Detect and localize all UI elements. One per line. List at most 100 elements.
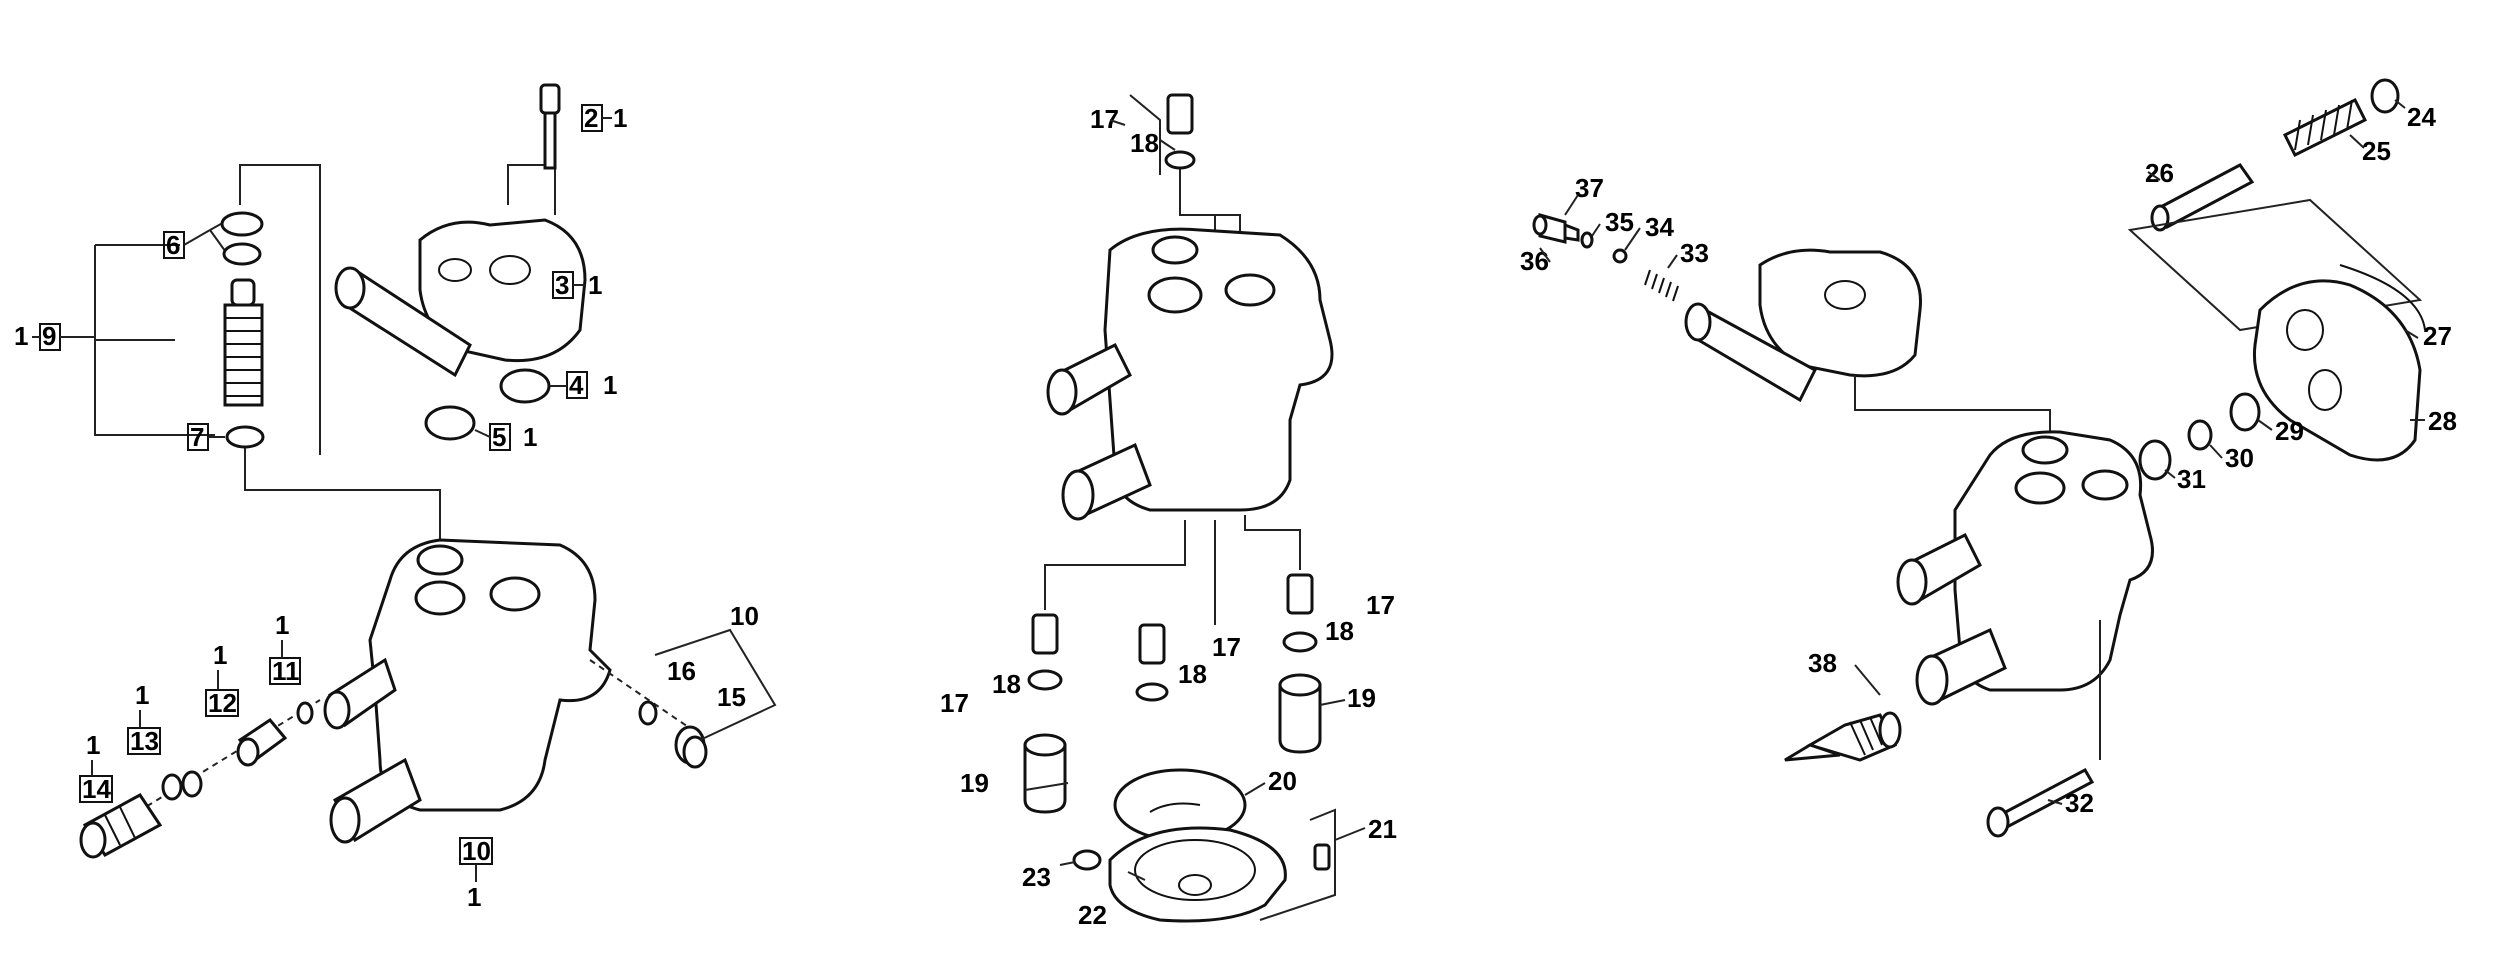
check-valve-part <box>1135 623 1169 702</box>
middle-assembly <box>1023 93 1336 923</box>
seal-part <box>2229 392 2261 432</box>
callout-10: 10 <box>462 836 491 866</box>
sleeve-part <box>1278 673 1322 754</box>
callout-12: 12 <box>208 688 237 718</box>
callout-30: 30 <box>2225 443 2254 473</box>
left-assembly <box>79 83 777 859</box>
nozzle-part <box>79 793 163 859</box>
callout-17: 17 <box>1212 632 1241 662</box>
callout-18: 18 <box>992 669 1021 699</box>
connector-line <box>244 440 441 560</box>
callout-34: 34 <box>1645 212 1674 242</box>
connector-line <box>239 164 321 455</box>
callout-prefix: 1 <box>14 321 28 351</box>
callout-13: 13 <box>130 726 159 756</box>
cover-part <box>1684 248 1922 403</box>
o-ring-part <box>220 211 264 237</box>
callout-9: 9 <box>42 321 56 351</box>
pump-head-part <box>1896 430 2154 706</box>
right-assembly <box>1532 78 2426 838</box>
callout-38: 38 <box>1808 648 1837 678</box>
callout-17: 17 <box>1366 590 1395 620</box>
plug-part <box>674 725 708 769</box>
callout-33: 33 <box>1680 238 1709 268</box>
callout-27: 27 <box>2423 321 2452 351</box>
callout-above: 1 <box>275 610 289 640</box>
callout-24: 24 <box>2407 102 2436 132</box>
callout-19: 19 <box>960 768 989 798</box>
o-ring-part <box>1072 849 1102 871</box>
callout-37: 37 <box>1575 173 1604 203</box>
callout-suffix: 1 <box>588 270 602 300</box>
valve-part <box>236 718 288 767</box>
o-ring-part <box>638 700 658 726</box>
callout-29: 29 <box>2275 416 2304 446</box>
callout-3: 3 <box>555 270 569 300</box>
bracket-line <box>1129 94 1161 175</box>
callout-7: 7 <box>190 422 204 452</box>
o-ring-part <box>424 405 476 441</box>
sleeve-part <box>1023 733 1067 814</box>
callout-21: 21 <box>1368 814 1397 844</box>
o-ring-part <box>222 242 262 266</box>
callout-25: 25 <box>2362 136 2391 166</box>
callout-20: 20 <box>1268 766 1297 796</box>
ball-part <box>1612 248 1628 264</box>
callout-18: 18 <box>1130 128 1159 158</box>
callout-16: 16 <box>667 656 696 686</box>
connector-line <box>1044 520 1186 610</box>
screw-part <box>1259 808 1336 921</box>
bracket-line <box>94 244 215 436</box>
callout-below: 1 <box>467 882 481 912</box>
cover-part <box>334 218 587 378</box>
washer-part <box>2370 78 2400 114</box>
callout-2: 2 <box>584 103 598 133</box>
callout-suffix: 1 <box>613 103 627 133</box>
connector-line <box>1244 515 1301 570</box>
check-valve-part <box>1282 573 1318 653</box>
callout-5: 5 <box>492 422 506 452</box>
callout-11: 11 <box>272 656 300 686</box>
callout-above: 1 <box>86 730 100 760</box>
bracket-line <box>654 628 777 741</box>
callout-15: 15 <box>717 682 746 712</box>
callout-17: 17 <box>940 688 969 718</box>
callout-above: 1 <box>213 640 227 670</box>
base-plate-part <box>1108 826 1287 923</box>
callout-above: 1 <box>135 680 149 710</box>
callout-36: 36 <box>1520 246 1549 276</box>
connector-line <box>507 164 556 215</box>
bolt-part <box>1986 768 2095 838</box>
o-ring-part <box>1580 231 1594 249</box>
check-valve-part <box>1027 613 1063 691</box>
o-ring-part <box>499 368 551 404</box>
callout-labels: 2 1 3 1 4 1 5 1 6 7 1 9 10 16 15 1 11 1 … <box>14 102 2457 930</box>
pump-head-part <box>1046 227 1334 521</box>
o-ring-part <box>181 770 203 798</box>
axis-line <box>589 659 701 736</box>
callout-14: 14 <box>82 774 111 804</box>
connector-line <box>1854 375 2051 450</box>
callout-17: 17 <box>1090 104 1119 134</box>
callout-32: 32 <box>2065 788 2094 818</box>
valve-part <box>1532 213 1580 244</box>
bracket-line <box>2127 198 2423 332</box>
callout-4: 4 <box>569 370 584 400</box>
callout-23: 23 <box>1022 862 1051 892</box>
leader-lines <box>32 99 2425 882</box>
callout-28: 28 <box>2428 406 2457 436</box>
callout-19: 19 <box>1347 683 1376 713</box>
o-ring-part <box>161 773 183 801</box>
end-plate-part <box>2252 264 2426 462</box>
callout-suffix: 1 <box>603 370 617 400</box>
piston-spring-part <box>223 278 264 407</box>
spring-part <box>1644 269 1679 302</box>
pump-head-part <box>323 538 612 844</box>
filter-part <box>1784 711 1902 762</box>
callout-10: 10 <box>730 601 759 631</box>
bolt-part <box>539 83 561 170</box>
callout-18: 18 <box>1325 616 1354 646</box>
seal-part <box>2138 439 2172 481</box>
callout-suffix: 1 <box>523 422 537 452</box>
